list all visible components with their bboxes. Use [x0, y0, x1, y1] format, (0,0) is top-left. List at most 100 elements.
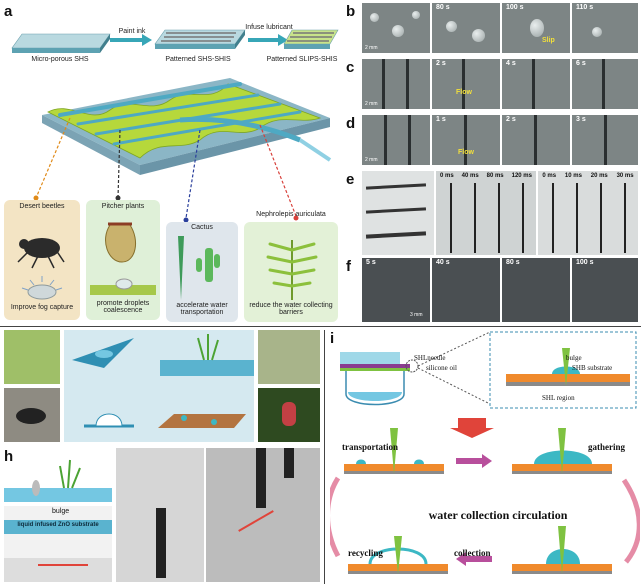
time-d-4: 3 s [576, 116, 586, 123]
panel-label-b: b [346, 3, 356, 20]
slip-label: Slip [542, 37, 555, 44]
time-d-3: 2 s [506, 116, 516, 123]
photo-g-pitcher [258, 388, 320, 442]
time-b-3: 100 s [506, 4, 524, 11]
inspiration-caption-nephrolepis: reduce the water collecting barriers [249, 302, 333, 316]
photo-b-3: 100 s Slip [502, 3, 570, 53]
panel-label-a: a [4, 3, 13, 20]
panel-a-illustration [4, 29, 339, 322]
photo-h-1 [116, 448, 204, 582]
panel-label-d: d [346, 115, 356, 132]
time-e1-3: 80 ms [486, 173, 504, 179]
time-c-4: 6 s [576, 60, 586, 67]
horizontal-divider [0, 326, 641, 327]
time-e1-1: 0 ms [439, 173, 454, 179]
flow-label-d: Flow [458, 149, 474, 156]
flow-label-c: Flow [456, 89, 472, 96]
photo-e-group2: 0 ms 10 ms 20 ms 30 ms [538, 171, 638, 255]
label-transportation: transportation [342, 442, 398, 452]
photo-e-needles [362, 171, 434, 255]
label-shb-substrate: SHB substrate [572, 364, 613, 372]
main-3d-surface [42, 78, 332, 175]
time-d-2: 1 s [436, 116, 446, 123]
card-cactus [166, 222, 238, 322]
patterned-slips-surface [283, 29, 339, 49]
step-label-1: Micro-porous SHS [31, 56, 89, 63]
photo-d-3: 2 s [502, 115, 570, 165]
time-e2-2: 10 ms [564, 173, 582, 179]
time-e2-4: 30 ms [616, 173, 634, 179]
time-e2-1: 0 ms [542, 173, 557, 179]
scale-b: 2 mm [365, 45, 378, 51]
time-c-3: 4 s [506, 60, 516, 67]
panel-label-e: e [346, 171, 355, 188]
inspiration-title-beetles: Desert beetles [19, 203, 65, 210]
arrow-label-infuse-lubricant: Infuse lubricant [245, 24, 293, 31]
label-shlneedle: SHLneedle [414, 354, 446, 362]
photo-b-2: 80 s [432, 3, 500, 53]
time-e1-4: 120 ms [511, 173, 532, 179]
micro-porous-surface [11, 33, 111, 53]
inspiration-caption-cactus: accelerate water transportation [176, 302, 228, 316]
arrow-label-paint-ink: Paint ink [118, 28, 146, 35]
panel-label-f: f [346, 258, 351, 275]
photo-f-4: 100 s [572, 258, 638, 322]
photo-b-4: 110 s [572, 3, 638, 53]
panel-i-diagram [330, 331, 640, 574]
inspiration-title-cactus: Cactus [191, 224, 213, 231]
state-transportation [344, 428, 444, 474]
time-f-3: 80 s [506, 259, 520, 266]
photo-d-2: 1 s Flow [432, 115, 500, 165]
photo-d-4: 3 s [572, 115, 638, 165]
time-b-4: 110 s [576, 4, 594, 11]
photo-f-1: 5 s [362, 258, 430, 322]
photo-g-fern [258, 330, 320, 384]
beetle-drawing [17, 238, 65, 300]
time-c-2: 2 s [436, 60, 446, 67]
state-gathering [512, 428, 612, 474]
g-schematic [72, 334, 254, 428]
scale-c: 2 mm [365, 101, 378, 107]
time-e2-3: 20 ms [590, 173, 608, 179]
h-substrate-block: bulge liquid infused ZnO substrate [4, 506, 112, 582]
scale-d: 2 mm [365, 157, 378, 163]
step-label-2: Patterned SHS-SHIS [165, 56, 231, 63]
panel-label-c: c [346, 59, 355, 76]
label-shl-region: SHL region [542, 394, 575, 402]
substrate-label-h: liquid infused ZnO substrate [17, 522, 99, 528]
photo-f-2: 40 s [432, 258, 500, 322]
time-f-4: 100 s [576, 259, 594, 266]
panel-label-h: h [4, 448, 14, 465]
photo-c-3: 4 s [502, 59, 570, 109]
photo-c-4: 6 s [572, 59, 638, 109]
pitcher-drawing [90, 222, 156, 295]
time-e1-2: 40 ms [461, 173, 479, 179]
h-schematic-top [4, 459, 112, 502]
label-recycling: recycling [348, 548, 383, 558]
label-collection: collection [454, 548, 491, 558]
inspiration-caption-beetles: Improve fog capture [10, 304, 74, 311]
photo-g-beetle [4, 388, 60, 442]
cactus-drawing [178, 236, 220, 300]
panel-label-i: i [330, 330, 335, 347]
inspiration-title-pitcher: Pitcher plants [101, 203, 145, 210]
time-b-2: 80 s [436, 4, 450, 11]
vertical-divider [324, 330, 325, 584]
photo-e-group1: 0 ms 40 ms 80 ms 120 ms [436, 171, 536, 255]
photo-g-cactus [4, 330, 60, 384]
scale-f: 3 mm [410, 312, 423, 318]
inspiration-title-nephrolepis: Nephrolepis auriculata [256, 211, 326, 218]
time-f-1: 5 s [366, 259, 376, 266]
bulge-label-h: bulge [52, 508, 70, 515]
photo-h-2 [206, 448, 320, 582]
photo-c-1: 2 mm [362, 59, 430, 109]
circulation-title: water collection circulation [428, 508, 568, 522]
patterned-shs-surface [154, 29, 246, 49]
inspiration-caption-pitcher: promote droplets coalescence [96, 300, 150, 314]
state-collection [512, 526, 612, 574]
photo-b-1: 2 mm [362, 3, 430, 53]
fern-drawing [266, 240, 318, 300]
label-silicone-oil: silicone oil [426, 364, 457, 372]
step-label-3: Patterned SLIPS-SHIS [266, 56, 338, 63]
photo-d-1: 2 mm [362, 115, 430, 165]
